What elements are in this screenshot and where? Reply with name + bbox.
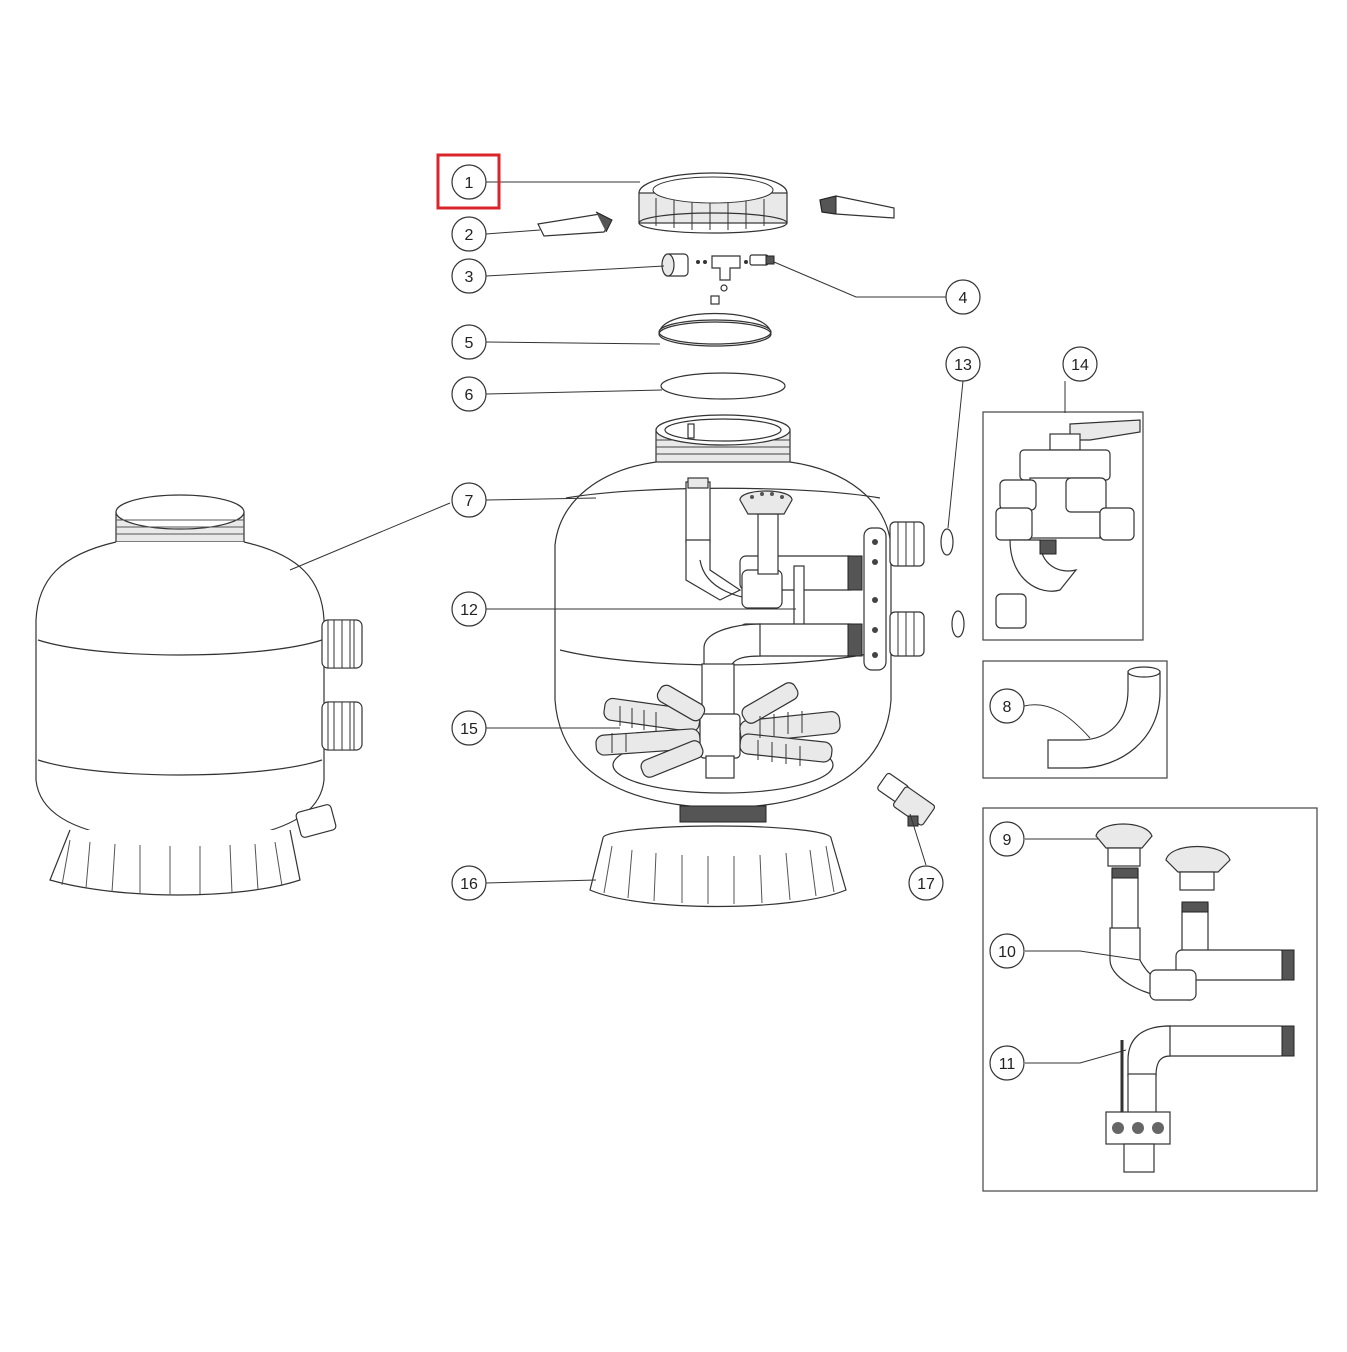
callout-15: 15 bbox=[451, 710, 487, 746]
highlight-box-callout-1 bbox=[436, 153, 501, 210]
callout-14: 14 bbox=[1062, 346, 1098, 382]
part-union-o-rings bbox=[940, 528, 965, 638]
callout-7: 7 bbox=[451, 482, 487, 518]
detail-box-multiport-valve bbox=[982, 411, 1144, 641]
svg-text:13: 13 bbox=[954, 357, 972, 374]
callout-13: 13 bbox=[945, 346, 981, 382]
part-tank-base bbox=[589, 825, 847, 908]
svg-text:11: 11 bbox=[999, 1056, 1016, 1073]
part-handles bbox=[537, 195, 895, 237]
part-lid-o-ring bbox=[660, 372, 786, 400]
part-locking-ring bbox=[638, 172, 788, 234]
svg-text:14: 14 bbox=[1071, 357, 1089, 374]
detail-box-diffuser-and-pipes bbox=[982, 807, 1318, 1192]
callout-4: 4 bbox=[945, 279, 981, 315]
svg-text:5: 5 bbox=[465, 335, 474, 352]
svg-text:12: 12 bbox=[460, 602, 478, 619]
callout-1: 1 bbox=[451, 164, 487, 200]
svg-text:17: 17 bbox=[917, 876, 935, 893]
svg-text:4: 4 bbox=[959, 290, 968, 307]
detail-box-elbow-pipe bbox=[982, 660, 1168, 779]
part-lateral-collector bbox=[595, 682, 841, 779]
svg-text:15: 15 bbox=[460, 721, 478, 738]
callout-17: 17 bbox=[908, 865, 944, 901]
svg-text:1: 1 bbox=[465, 175, 474, 192]
callout-5: 5 bbox=[451, 324, 487, 360]
part-drain-plug bbox=[877, 772, 936, 827]
svg-text:9: 9 bbox=[1003, 832, 1012, 849]
callout-11: 11 bbox=[989, 1045, 1025, 1081]
callout-10: 10 bbox=[989, 933, 1025, 969]
leader-lines bbox=[289, 181, 1141, 1064]
svg-text:6: 6 bbox=[465, 387, 474, 404]
svg-text:10: 10 bbox=[998, 944, 1016, 961]
callout-8: 8 bbox=[989, 688, 1025, 724]
part-tank-lid bbox=[658, 295, 772, 347]
assembled-filter-tank bbox=[35, 494, 363, 896]
svg-text:8: 8 bbox=[1003, 699, 1012, 716]
part-pressure-gauge-assembly bbox=[661, 253, 775, 292]
svg-text:7: 7 bbox=[465, 493, 474, 510]
callout-9: 9 bbox=[989, 821, 1025, 857]
callout-12: 12 bbox=[451, 591, 487, 627]
part-internal-piping bbox=[685, 477, 925, 741]
callout-2: 2 bbox=[451, 216, 487, 252]
svg-text:3: 3 bbox=[465, 269, 474, 286]
callout-16: 16 bbox=[451, 865, 487, 901]
callout-3: 3 bbox=[451, 258, 487, 294]
svg-text:16: 16 bbox=[460, 876, 478, 893]
part-tank-body bbox=[554, 414, 892, 823]
svg-text:2: 2 bbox=[465, 227, 474, 244]
callout-6: 6 bbox=[451, 376, 487, 412]
